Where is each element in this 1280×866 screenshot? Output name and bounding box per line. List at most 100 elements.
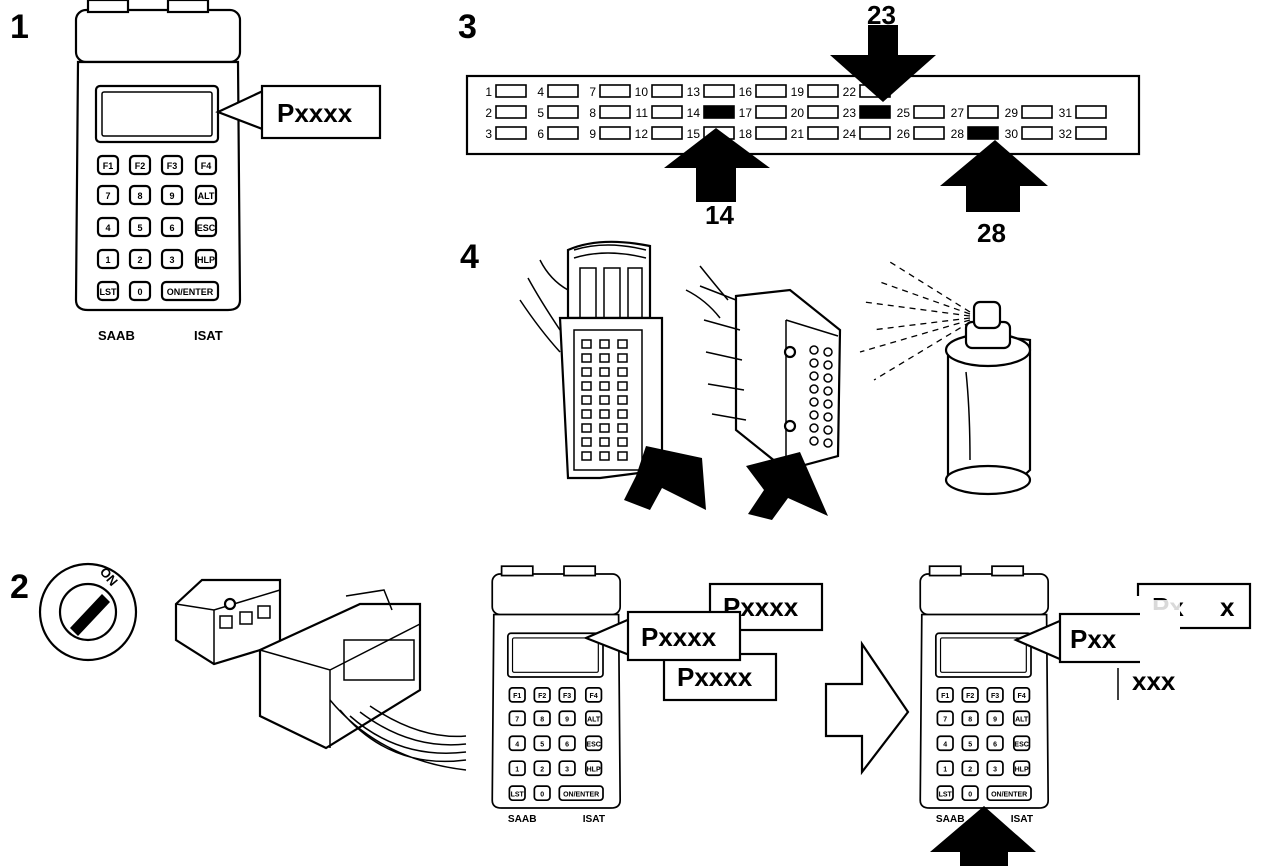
- pin-label-21: 21: [791, 127, 805, 141]
- key-3-label: 3: [169, 255, 174, 265]
- tester-model: ISAT: [194, 328, 223, 343]
- key-3[interactable]: [986, 760, 1004, 777]
- key-2[interactable]: [533, 760, 551, 777]
- key-1[interactable]: [96, 248, 120, 270]
- pin-label-4: 4: [537, 85, 544, 99]
- key-5[interactable]: [533, 735, 551, 752]
- key-3[interactable]: [558, 760, 576, 777]
- key-f3[interactable]: [160, 154, 184, 176]
- key-3-label: 3: [565, 766, 569, 773]
- key-0[interactable]: [961, 785, 979, 802]
- key-5-label: 5: [968, 741, 972, 748]
- key-f2[interactable]: [961, 687, 979, 703]
- pin-8: [599, 105, 631, 119]
- pin-label-31: 31: [1059, 106, 1073, 120]
- key-5-label: 5: [540, 741, 544, 748]
- key-5[interactable]: [128, 216, 152, 238]
- key-f4[interactable]: [584, 687, 603, 703]
- key-f2[interactable]: [533, 687, 551, 703]
- key-on-enter[interactable]: [558, 785, 604, 802]
- pin-24: [859, 126, 891, 140]
- key-6[interactable]: [986, 735, 1004, 752]
- arrow-enter-key: [930, 806, 1036, 866]
- key-6[interactable]: [558, 735, 576, 752]
- key-7[interactable]: [96, 184, 120, 206]
- pin-label-22: 22: [843, 85, 857, 99]
- pin-label-28: 28: [951, 127, 965, 141]
- pin-17: [755, 105, 787, 119]
- key-9[interactable]: [986, 710, 1004, 727]
- key-0[interactable]: [128, 280, 152, 302]
- pin-label-23: 23: [843, 106, 857, 120]
- key-8[interactable]: [961, 710, 979, 727]
- key-2-label: 2: [137, 255, 142, 265]
- key-esc-label: ESC: [586, 741, 600, 748]
- key-esc[interactable]: [194, 216, 218, 238]
- key-1[interactable]: [936, 760, 954, 777]
- arrow-label-28: 28: [977, 218, 1006, 248]
- key-lst[interactable]: [936, 785, 954, 802]
- key-8[interactable]: [533, 710, 551, 727]
- key-alt-label: ALT: [198, 191, 215, 201]
- key-f1[interactable]: [936, 687, 954, 703]
- pin-4: [547, 84, 579, 98]
- key-8[interactable]: [128, 184, 152, 206]
- pin-label-13: 13: [687, 85, 701, 99]
- key-hlp-label: HLP: [1015, 766, 1029, 773]
- pin-label-24: 24: [843, 127, 857, 141]
- key-on-enter[interactable]: [160, 280, 220, 302]
- pin-30: [1021, 126, 1053, 140]
- key-9-label: 9: [169, 191, 174, 201]
- pin-26: [913, 126, 945, 140]
- key-f3-label: F3: [563, 693, 571, 700]
- key-f4[interactable]: [194, 154, 218, 176]
- key-9-label: 9: [565, 716, 569, 723]
- key-9[interactable]: [558, 710, 576, 727]
- key-7[interactable]: [508, 710, 526, 727]
- key-alt[interactable]: [584, 710, 603, 727]
- key-4[interactable]: [96, 216, 120, 238]
- key-f2-label: F2: [135, 161, 146, 171]
- key-f2-label: F2: [966, 693, 974, 700]
- callout-after-front-text: xxx: [1132, 666, 1176, 696]
- key-f3-label: F3: [167, 161, 178, 171]
- key-6[interactable]: [160, 216, 184, 238]
- key-on-enter[interactable]: [986, 785, 1032, 802]
- key-2[interactable]: [961, 760, 979, 777]
- key-hlp[interactable]: [1012, 760, 1031, 777]
- key-f1[interactable]: [508, 687, 526, 703]
- key-4[interactable]: [936, 735, 954, 752]
- callout-before-main-text: Pxxxx: [641, 622, 717, 652]
- key-hlp[interactable]: [194, 248, 218, 270]
- key-8-label: 8: [540, 716, 544, 723]
- key-1[interactable]: [508, 760, 526, 777]
- key-8-label: 8: [968, 716, 972, 723]
- pin-label-6: 6: [537, 127, 544, 141]
- key-4[interactable]: [508, 735, 526, 752]
- key-7[interactable]: [936, 710, 954, 727]
- pin-16: [755, 84, 787, 98]
- key-9[interactable]: [160, 184, 184, 206]
- key-alt[interactable]: [1012, 710, 1031, 727]
- pin-label-12: 12: [635, 127, 649, 141]
- key-2[interactable]: [128, 248, 152, 270]
- key-lst[interactable]: [96, 280, 120, 302]
- key-f3[interactable]: [986, 687, 1004, 703]
- callout-before-front-text: Pxxxx: [677, 662, 753, 692]
- key-f2[interactable]: [128, 154, 152, 176]
- diagnostic-plug: [258, 589, 467, 771]
- key-f4[interactable]: [1012, 687, 1031, 703]
- key-5[interactable]: [961, 735, 979, 752]
- key-esc[interactable]: [1012, 735, 1031, 752]
- key-0[interactable]: [533, 785, 551, 802]
- key-f1[interactable]: [96, 154, 120, 176]
- key-alt[interactable]: [194, 184, 218, 206]
- tester-brand: SAAB: [98, 328, 135, 343]
- key-lst[interactable]: [508, 785, 526, 802]
- key-f3[interactable]: [558, 687, 576, 703]
- pin-11: [651, 105, 683, 119]
- key-3[interactable]: [160, 248, 184, 270]
- key-hlp[interactable]: [584, 760, 603, 777]
- connector-female: [519, 240, 664, 480]
- key-esc[interactable]: [584, 735, 603, 752]
